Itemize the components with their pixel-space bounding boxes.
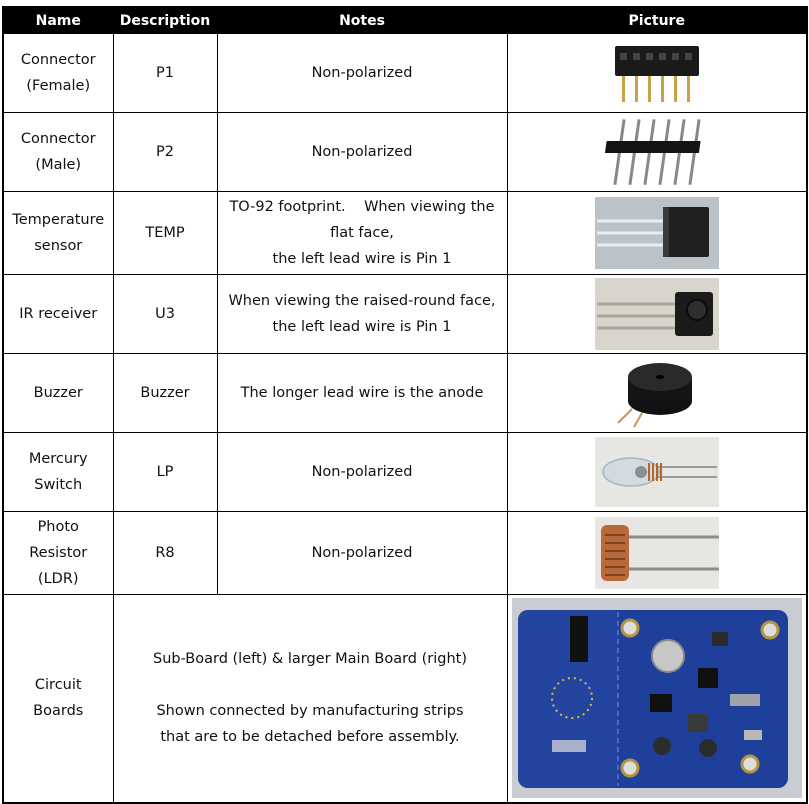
description-cell: P2 bbox=[112, 112, 218, 192]
name-cell: IR receiver bbox=[2, 274, 114, 354]
buzzer-photo bbox=[508, 357, 807, 429]
notes-cell: Non-polarized bbox=[216, 432, 508, 512]
notes-cell: Non-polarized bbox=[216, 511, 508, 595]
notes-cell: The longer lead wire is the anode bbox=[216, 353, 508, 433]
notes-cell: Non-polarized bbox=[216, 33, 508, 113]
header-notes: Notes bbox=[216, 6, 508, 34]
description-cell: LP bbox=[112, 432, 218, 512]
table-row: Circuit Boards Sub-Board (left) & larger… bbox=[2, 594, 808, 803]
table-row: IR receiver U3 When viewing the raised-r… bbox=[2, 274, 808, 354]
name-cell: Connector (Male) bbox=[2, 112, 114, 192]
photoresistor-photo bbox=[508, 517, 807, 589]
name-cell: Buzzer bbox=[2, 353, 114, 433]
picture-cell bbox=[506, 511, 808, 595]
description-notes-cell: Sub-Board (left) & larger Main Board (ri… bbox=[112, 594, 508, 803]
table-row: Buzzer Buzzer The longer lead wire is th… bbox=[2, 353, 808, 433]
picture-cell bbox=[506, 353, 808, 433]
circuit-board-photo bbox=[508, 598, 807, 799]
description-cell: U3 bbox=[112, 274, 218, 354]
name-cell: Circuit Boards bbox=[2, 594, 114, 803]
description-cell: TEMP bbox=[112, 191, 218, 275]
picture-cell bbox=[506, 594, 808, 803]
table-row: Mercury Switch LP Non-polarized bbox=[2, 432, 808, 512]
notes-cell: Non-polarized bbox=[216, 112, 508, 192]
parts-table: Name Description Notes Picture Connector… bbox=[2, 6, 808, 804]
picture-cell bbox=[506, 33, 808, 113]
header-row: Name Description Notes Picture bbox=[2, 6, 808, 34]
ir-receiver-photo bbox=[508, 278, 807, 350]
picture-cell bbox=[506, 191, 808, 275]
table-row: Connector (Female) P1 Non-polarized bbox=[2, 33, 808, 113]
name-cell: Connector (Female) bbox=[2, 33, 114, 113]
table-row: Connector (Male) P2 Non-polarized bbox=[2, 112, 808, 192]
table-row: Temperature sensor TEMP TO-92 footprint.… bbox=[2, 191, 808, 275]
male-header-photo bbox=[508, 116, 807, 188]
picture-cell bbox=[506, 432, 808, 512]
description-cell: P1 bbox=[112, 33, 218, 113]
description-cell: Buzzer bbox=[112, 353, 218, 433]
notes-cell: When viewing the raised-round face, the … bbox=[216, 274, 508, 354]
header-picture: Picture bbox=[506, 6, 808, 34]
name-cell: Mercury Switch bbox=[2, 432, 114, 512]
to92-sensor-photo bbox=[508, 197, 807, 269]
description-cell: R8 bbox=[112, 511, 218, 595]
picture-cell bbox=[506, 274, 808, 354]
picture-cell bbox=[506, 112, 808, 192]
mercury-switch-photo bbox=[508, 436, 807, 508]
name-cell: Temperature sensor bbox=[2, 191, 114, 275]
name-cell: Photo Resistor (LDR) bbox=[2, 511, 114, 595]
notes-cell: TO-92 footprint. When viewing the flat f… bbox=[216, 191, 508, 275]
header-name: Name bbox=[2, 6, 114, 34]
female-header-photo bbox=[508, 37, 807, 109]
table-row: Photo Resistor (LDR) R8 Non-polarized bbox=[2, 511, 808, 595]
header-description: Description bbox=[112, 6, 218, 34]
